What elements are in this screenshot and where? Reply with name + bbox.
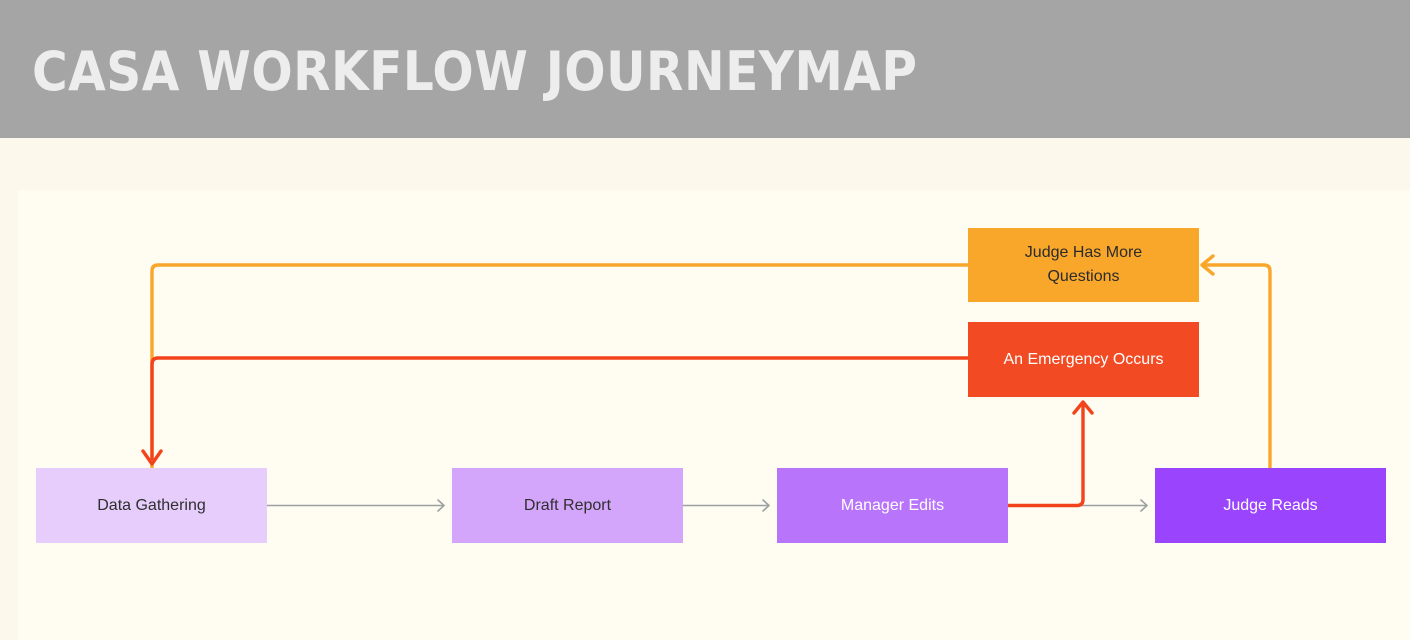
node-label: Judge Reads — [1223, 496, 1318, 514]
header-band: CASA WORKFLOW JOURNEYMAP — [0, 0, 1410, 138]
node-an-emergency-occurs[interactable]: An Emergency Occurs — [968, 322, 1199, 397]
node-label: Manager Edits — [840, 496, 945, 514]
node-data-gathering[interactable]: Data Gathering — [36, 468, 267, 543]
node-label: An Emergency Occurs — [1003, 350, 1164, 368]
node-label: Draft Report — [523, 496, 612, 514]
node-label: Judge Has More Questions — [1024, 244, 1143, 285]
node-label: Data Gathering — [97, 496, 206, 514]
page-title: CASA WORKFLOW JOURNEYMAP — [32, 40, 918, 103]
node-draft-report[interactable]: Draft Report — [452, 468, 683, 543]
canvas-panel — [18, 190, 1410, 640]
node-judge-reads[interactable]: Judge Reads — [1155, 468, 1386, 543]
node-manager-edits[interactable]: Manager Edits — [777, 468, 1008, 543]
node-judge-has-more-questions[interactable]: Judge Has More Questions — [968, 228, 1199, 302]
